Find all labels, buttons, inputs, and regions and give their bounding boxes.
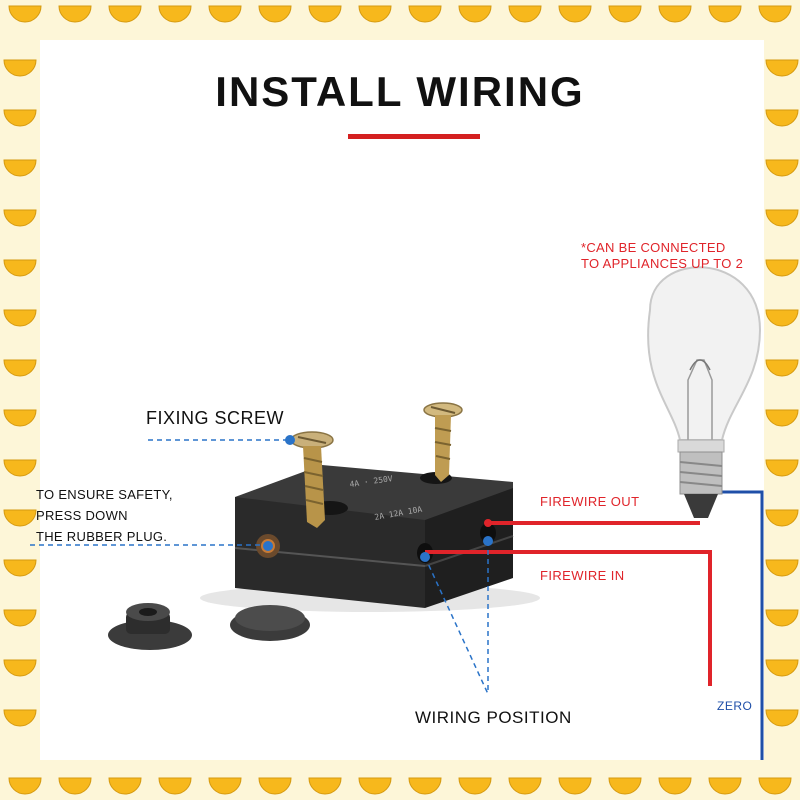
semicircle-border-icon: [258, 777, 292, 795]
semicircle-border-icon: [8, 5, 42, 23]
firewire-in-label: FIREWIRE IN: [540, 568, 625, 583]
screw-icon: [423, 402, 463, 482]
semicircle-border-icon: [3, 459, 37, 477]
semicircle-border-icon: [58, 5, 92, 23]
semicircle-border-icon: [708, 777, 742, 795]
semicircle-border-icon: [708, 5, 742, 23]
semicircle-border-icon: [358, 5, 392, 23]
semicircle-border-icon: [3, 159, 37, 177]
semicircle-border-icon: [658, 777, 692, 795]
page-title: INSTALL WIRING: [215, 68, 585, 115]
semicircle-border-icon: [765, 259, 799, 277]
rubber-plug-icon: [230, 605, 310, 641]
semicircle-border-icon: [258, 5, 292, 23]
semicircle-border-icon: [408, 777, 442, 795]
semicircle-border-icon: [208, 5, 242, 23]
semicircle-border-icon: [765, 659, 799, 677]
safety-line-3: THE RUBBER PLUG.: [36, 529, 168, 544]
semicircle-border-icon: [508, 5, 542, 23]
semicircle-border-icon: [558, 777, 592, 795]
semicircle-border-icon: [608, 777, 642, 795]
semicircle-border-icon: [158, 5, 192, 23]
safety-line-2: PRESS DOWN: [36, 508, 128, 523]
semicircle-border-icon: [3, 609, 37, 627]
semicircle-border-icon: [108, 5, 142, 23]
semicircle-border-icon: [3, 59, 37, 77]
semicircle-border-icon: [765, 559, 799, 577]
semicircle-border-icon: [3, 359, 37, 377]
firewire-out-label: FIREWIRE OUT: [540, 494, 640, 509]
safety-line-1: TO ENSURE SAFETY,: [36, 487, 173, 502]
semicircle-border-icon: [758, 777, 792, 795]
semicircle-border-icon: [765, 359, 799, 377]
semicircle-border-icon: [308, 777, 342, 795]
zero-label: ZERO: [717, 699, 753, 713]
semicircle-border-icon: [765, 509, 799, 527]
semicircle-border-icon: [408, 5, 442, 23]
semicircle-border-icon: [8, 777, 42, 795]
semicircle-border-icon: [3, 659, 37, 677]
semicircle-border-icon: [765, 459, 799, 477]
semicircle-border-icon: [458, 777, 492, 795]
safety-note: TO ENSURE SAFETY, PRESS DOWN THE RUBBER …: [36, 484, 173, 547]
semicircle-border-icon: [3, 709, 37, 727]
semicircle-border-icon: [3, 259, 37, 277]
light-bulb-icon: [647, 266, 762, 518]
semicircle-border-icon: [3, 309, 37, 327]
semicircle-border-icon: [765, 59, 799, 77]
title-underline: [348, 134, 480, 139]
capacity-line-1: *CAN BE CONNECTED: [581, 240, 726, 255]
fixing-screw-label: FIXING SCREW: [146, 408, 285, 428]
semicircle-border-icon: [765, 309, 799, 327]
capacity-note: *CAN BE CONNECTED TO APPLIANCES UP TO 2: [581, 240, 743, 272]
semicircle-border-icon: [765, 609, 799, 627]
semicircle-border-icon: [108, 777, 142, 795]
semicircle-border-icon: [458, 5, 492, 23]
semicircle-border-icon: [308, 5, 342, 23]
semicircle-border-icon: [3, 209, 37, 227]
semicircle-border-icon: [3, 409, 37, 427]
semicircle-border-icon: [3, 559, 37, 577]
wiring-position-label: WIRING POSITION: [415, 708, 572, 727]
semicircle-border-icon: [658, 5, 692, 23]
semicircle-border-icon: [765, 709, 799, 727]
semicircle-border-icon: [608, 5, 642, 23]
capacity-line-2: TO APPLIANCES UP TO 2: [581, 256, 744, 271]
semicircle-border-icon: [765, 159, 799, 177]
semicircle-border-icon: [158, 777, 192, 795]
semicircle-border-icon: [3, 509, 37, 527]
semicircle-border-icon: [358, 777, 392, 795]
semicircle-border-icon: [765, 109, 799, 127]
semicircle-border-icon: [758, 5, 792, 23]
rubber-plug-icon: [108, 603, 192, 650]
semicircle-border-icon: [58, 777, 92, 795]
semicircle-border-icon: [765, 409, 799, 427]
semicircle-border-icon: [508, 777, 542, 795]
semicircle-border-icon: [558, 5, 592, 23]
junction-box-icon: 4A · 250V 2A 12A 10A: [234, 465, 514, 608]
screw-icon: [290, 431, 334, 528]
semicircle-border-icon: [208, 777, 242, 795]
semicircle-border-icon: [765, 209, 799, 227]
semicircle-border-icon: [3, 109, 37, 127]
